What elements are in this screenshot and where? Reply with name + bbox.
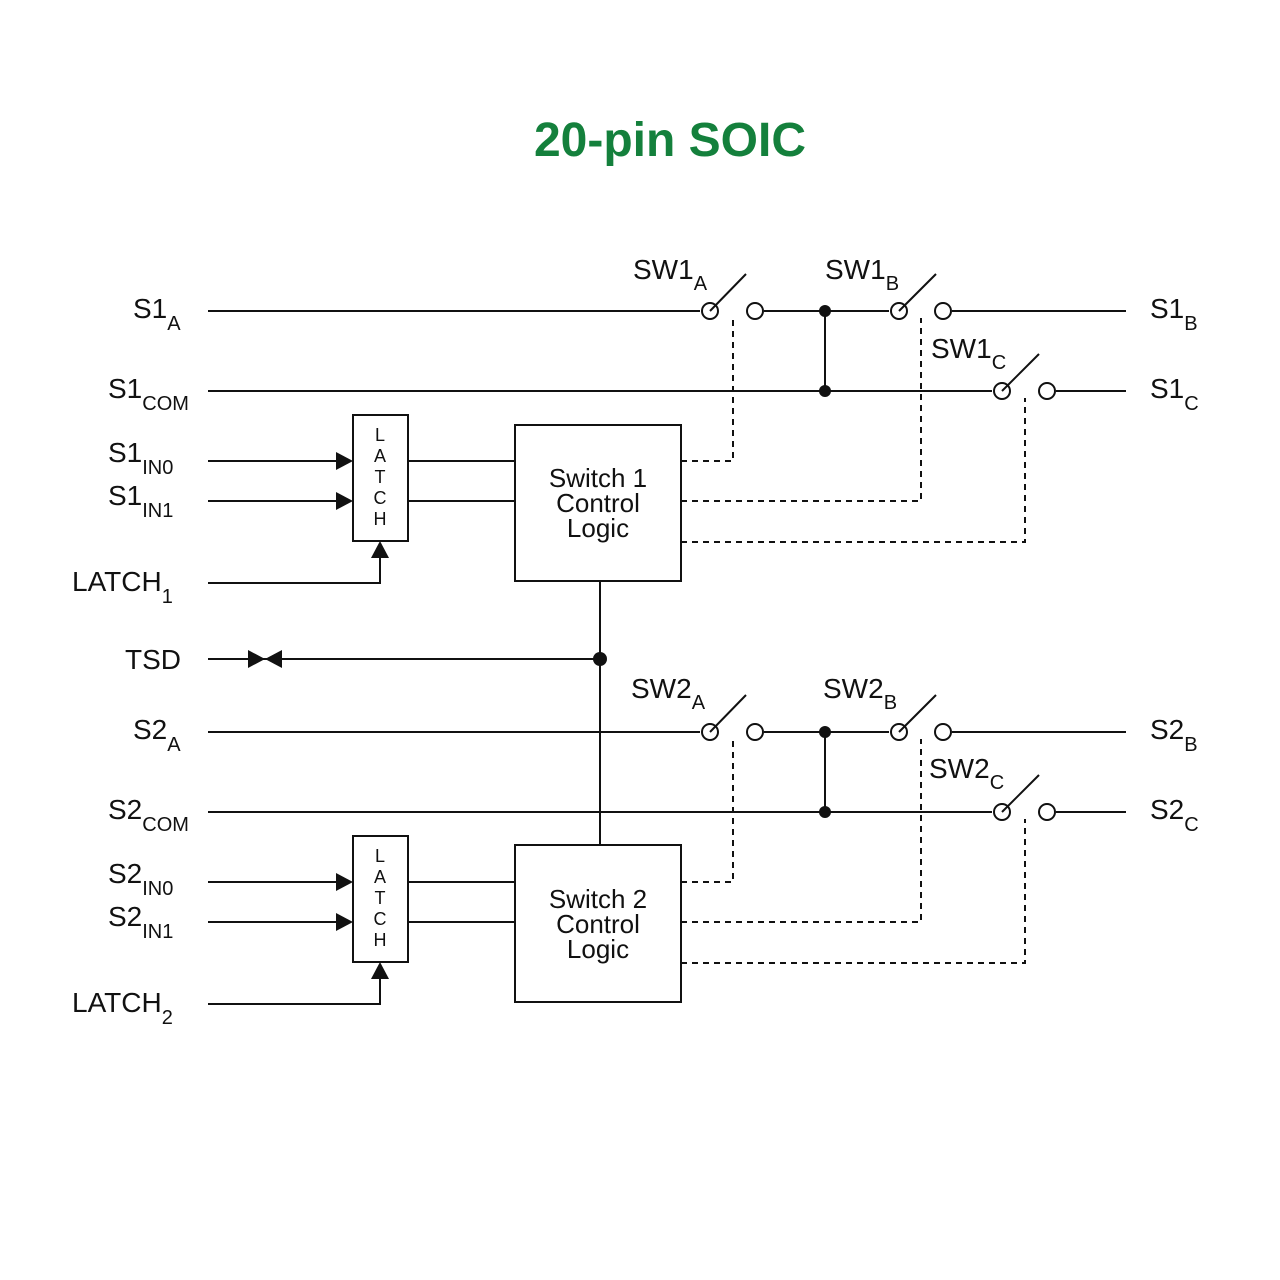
sw1a-blade [709, 273, 747, 312]
sw2a-label: SW2A [631, 673, 706, 714]
right-pin-labels: S1B S1C S2B S2C [1150, 293, 1199, 836]
sw2c-blade [1001, 774, 1040, 813]
logic-1-line: Switch 1 [549, 463, 647, 493]
sw2b-label: SW2B [823, 673, 897, 714]
latch-1-box [352, 414, 409, 542]
sw2c-control-dash [681, 819, 1026, 964]
tsd-section [208, 581, 607, 845]
latch-letter: C [374, 909, 387, 929]
latch-2-box [352, 835, 409, 963]
latch-letter: T [375, 467, 386, 487]
junction-dot [593, 652, 607, 666]
sw2b-contact-right [934, 723, 952, 741]
latch-letter: H [374, 930, 387, 950]
sw1b-control-dash [681, 318, 922, 502]
sw2a-control-dash [681, 739, 734, 883]
sw1a-contact-right [746, 302, 764, 320]
sw2c-label: SW2C [929, 753, 1004, 794]
switch-2-section: SW2A SW2B SW2C L A T C H Switch 2 Contro… [208, 673, 1126, 1005]
latch-letter: L [375, 846, 385, 866]
sw1c-contact-right [1038, 382, 1056, 400]
logic-2-line: Switch 2 [549, 884, 647, 914]
logic-2-line: Logic [567, 934, 629, 964]
junction-dot [819, 385, 831, 397]
switch-1-section: SW1A SW1B SW1C L A T C H Switch 1 Contro… [208, 254, 1126, 584]
pin-label-s1c: S1C [1150, 373, 1199, 415]
sw2b-control-dash [681, 739, 922, 923]
arrow-icon [336, 452, 353, 470]
sw1a-label: SW1A [633, 254, 708, 295]
sw1b-blade [898, 273, 937, 312]
arrow-icon [336, 913, 353, 931]
latch-letter: H [374, 509, 387, 529]
latch-letter: L [375, 425, 385, 445]
bowtie-icon [265, 650, 282, 668]
sw2c-contact-right [1038, 803, 1056, 821]
pin-label-s1com: S1COM [108, 373, 189, 415]
pin-label-latch2: LATCH2 [72, 987, 173, 1029]
arrow-icon [336, 492, 353, 510]
junction-dot [819, 305, 831, 317]
junction-dot [819, 726, 831, 738]
latch1-line [208, 554, 381, 584]
pin-label-s1b: S1B [1150, 293, 1198, 335]
sw1c-control-dash [681, 398, 1026, 543]
arrow-icon [371, 541, 389, 558]
pin-label-s1in1: S1IN1 [108, 480, 173, 522]
sw1b-label: SW1B [825, 254, 899, 295]
diagram-title: 20-pin SOIC [534, 114, 806, 167]
sw1a-control-dash [681, 318, 734, 462]
arrow-icon [371, 962, 389, 979]
pin-label-s2b: S2B [1150, 714, 1198, 756]
pin-label-s1a: S1A [133, 293, 181, 335]
left-pin-labels: S1A S1COM S1IN0 S1IN1 LATCH1 TSD S2A S2C… [72, 293, 189, 1029]
pin-label-s2a: S2A [133, 714, 181, 756]
sw1c-label: SW1C [931, 333, 1006, 374]
junction-dot [819, 806, 831, 818]
latch-letter: A [374, 446, 386, 466]
bowtie-icon [248, 650, 265, 668]
sw2a-blade [709, 694, 747, 733]
sw2a-contact-right [746, 723, 764, 741]
pin-label-tsd: TSD [125, 644, 181, 675]
sw1b-contact-right [934, 302, 952, 320]
pin-label-s2in1: S2IN1 [108, 901, 173, 943]
pin-label-s2c: S2C [1150, 794, 1199, 836]
latch2-line [208, 975, 381, 1005]
pin-label-latch1: LATCH1 [72, 566, 173, 608]
logic-1-line: Logic [567, 513, 629, 543]
logic-1-line: Control [556, 488, 640, 518]
switch-2-control-logic-box [514, 844, 682, 1003]
pin-label-s2in0: S2IN0 [108, 858, 173, 900]
latch-letter: C [374, 488, 387, 508]
arrow-icon [336, 873, 353, 891]
latch-letter: A [374, 867, 386, 887]
sw1c-blade [1001, 353, 1040, 392]
sw2b-blade [898, 694, 937, 733]
latch-letter: T [375, 888, 386, 908]
pin-label-s1in0: S1IN0 [108, 437, 173, 479]
switch-1-control-logic-box [514, 424, 682, 582]
pin-label-s2com: S2COM [108, 794, 189, 836]
logic-2-line: Control [556, 909, 640, 939]
